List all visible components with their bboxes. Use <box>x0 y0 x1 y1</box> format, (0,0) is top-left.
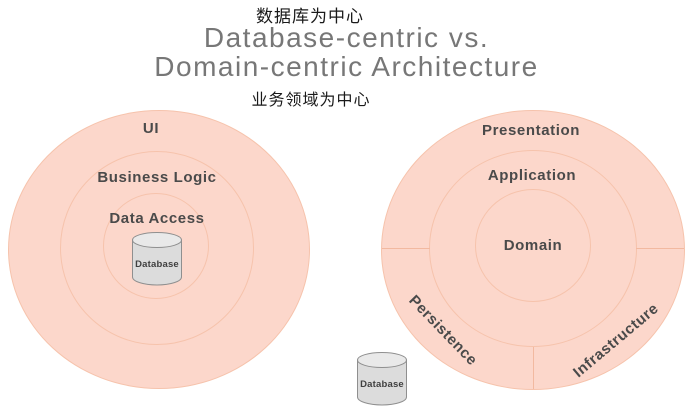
page-title: Database-centric vs.Domain-centric Archi… <box>0 23 693 81</box>
sector-divider-bottom <box>533 347 534 389</box>
left-layer-label-data-access: Data Access <box>109 210 205 227</box>
database-cylinder-icon: Database <box>357 352 407 406</box>
right-inner-ring-domain <box>475 189 591 302</box>
sector-divider-right <box>636 248 684 249</box>
right-layer-label-presentation: Presentation <box>481 122 581 139</box>
annotation-database-centric-zh: 数据库为中心 <box>256 7 364 26</box>
left-middle-ring-business-logic <box>60 151 254 345</box>
left-database-label: Database <box>135 259 179 270</box>
right-layer-label-application: Application <box>487 167 577 184</box>
database-cylinder-icon: Database <box>132 232 182 286</box>
left-layer-label-ui: UI <box>142 120 160 137</box>
page-title-line1: Database-centric vs. <box>203 22 490 53</box>
right-layer-label-domain: Domain <box>503 237 563 254</box>
sector-divider-left <box>382 248 430 249</box>
annotation-domain-centric-zh: 业务领域为中心 <box>251 92 371 109</box>
page-title-line2: Domain-centric Architecture <box>154 51 539 82</box>
left-layer-label-business-logic: Business Logic <box>97 169 217 186</box>
right-database-label: Database <box>360 379 404 390</box>
left-inner-ring-data-access <box>103 193 209 299</box>
